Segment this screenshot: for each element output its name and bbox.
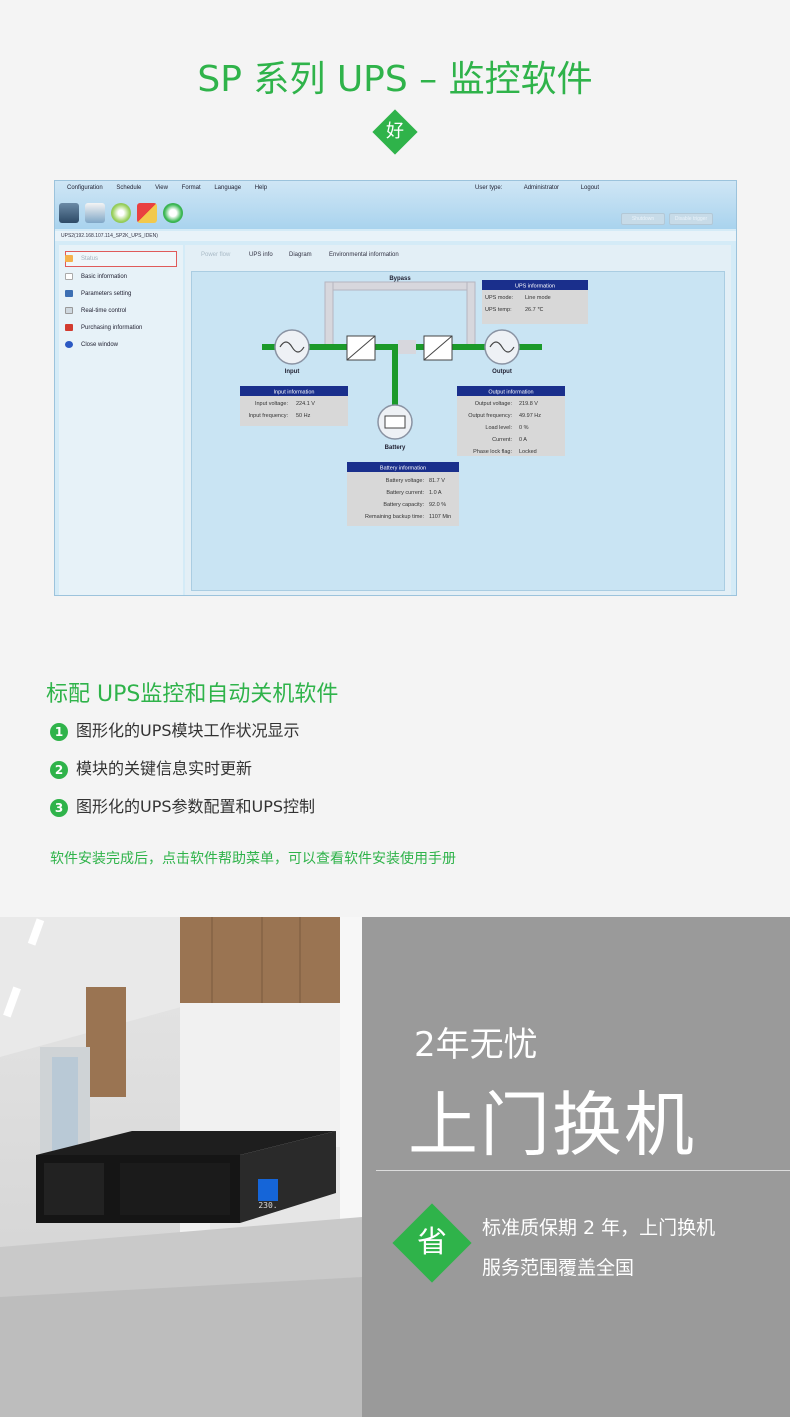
feature-number: 3 xyxy=(50,798,68,817)
user-type-label: User type: xyxy=(475,185,503,191)
menu-language[interactable]: Language xyxy=(214,185,242,191)
feature-number: 1 xyxy=(50,722,68,741)
output-voltage-value: 219.8 V xyxy=(519,401,538,407)
output-voltage-label: Output voltage: xyxy=(475,401,513,407)
control-icon xyxy=(65,306,73,314)
bypass-pipe xyxy=(324,281,476,291)
settings-icon[interactable] xyxy=(85,203,105,223)
warranty-banner: 230. 2年无忧 上门换机 省 标准质保期 2 年，上门换机 服务范围覆盖全国 xyxy=(0,917,790,1417)
feature-number: 2 xyxy=(50,760,68,779)
refresh-icon[interactable] xyxy=(163,203,183,223)
ups-mode-label: UPS mode: xyxy=(485,295,514,301)
tab-diagram[interactable]: Diagram xyxy=(289,252,312,258)
sidebar: Status Basic information Parameters sett… xyxy=(59,245,183,595)
monitor-icon[interactable] xyxy=(59,203,79,223)
current-value: 0 A xyxy=(519,437,527,443)
banner-divider xyxy=(376,1170,790,1171)
banner-headline: 上门换机 xyxy=(408,1084,696,1166)
output-label: Output xyxy=(492,369,512,375)
output-frequency-label: Output frequency: xyxy=(468,413,512,419)
battery-capacity-label: Battery capacity: xyxy=(383,502,424,508)
main-pane: Power flow UPS info Diagram Environmenta… xyxy=(185,245,731,595)
cart-icon xyxy=(65,323,73,331)
power-flow-diagram: Bypass Input Output xyxy=(191,271,725,591)
menu-schedule[interactable]: Schedule xyxy=(116,185,142,191)
features-heading: 标配 UPS监控和自动关机软件 xyxy=(46,682,339,707)
battery-voltage-value: 81.7 V xyxy=(429,478,445,484)
ups-temp-value: 26.7 ℃ xyxy=(525,307,544,313)
disc-icon[interactable] xyxy=(111,203,131,223)
ups-info-title: UPS information xyxy=(515,284,555,290)
menu-configuration[interactable]: Configuration xyxy=(67,185,103,191)
menu-help[interactable]: Help xyxy=(254,185,268,191)
software-window: Configuration Schedule View Format Langu… xyxy=(54,180,737,596)
bypass-pipe-right xyxy=(466,281,476,349)
device-path: UPS2(192.168.107.114_SP2K_UPS_IDEN) xyxy=(55,231,736,241)
phase-lock-label: Phase lock flag: xyxy=(473,449,512,455)
battery-info-title: Battery information xyxy=(380,466,426,472)
office-photo: 230. xyxy=(0,917,362,1417)
junction-block xyxy=(398,340,416,354)
save-badge-text: 省 xyxy=(417,1225,447,1260)
banner-subtitle: 2年无忧 xyxy=(414,1025,538,1065)
battery-current-value: 1.0 A xyxy=(429,490,442,496)
output-frequency-value: 49.97 Hz xyxy=(519,413,541,419)
page-title: SP 系列 UPS – 监控软件 xyxy=(197,59,593,100)
banner-line-2: 服务范围覆盖全国 xyxy=(482,1257,635,1279)
input-frequency-value: 50 Hz xyxy=(296,413,311,419)
install-note: 软件安装完成后，点击软件帮助菜单，可以查看软件安装使用手册 xyxy=(50,851,456,867)
battery-capacity-value: 92.0 % xyxy=(429,502,446,508)
sidebar-item-status[interactable]: Status xyxy=(65,253,98,265)
backup-time-value: 1107 Min xyxy=(429,514,451,520)
logout-link[interactable]: Logout xyxy=(580,185,600,191)
battery-power-line xyxy=(392,347,398,417)
badge-text: 好 xyxy=(386,121,404,142)
menu-bar: Configuration Schedule View Format Langu… xyxy=(55,181,736,229)
battery-voltage-label: Battery voltage: xyxy=(386,478,425,484)
battery-label: Battery xyxy=(385,445,406,451)
shutdown-button[interactable]: Shutdown xyxy=(621,213,665,225)
bypass-label: Bypass xyxy=(389,276,411,282)
close-icon xyxy=(65,340,73,348)
save-badge: 省 xyxy=(392,1203,472,1283)
current-label: Current: xyxy=(492,437,512,443)
tab-ups-info[interactable]: UPS info xyxy=(249,252,273,258)
input-label: Input xyxy=(285,369,300,375)
sidebar-item-realtime-control[interactable]: Real-time control xyxy=(65,305,126,317)
ups-device-image: 230. xyxy=(36,1131,336,1223)
badge-diamond: 好 xyxy=(372,109,418,155)
sidebar-item-basic-info[interactable]: Basic information xyxy=(65,271,127,283)
load-level-label: Load level: xyxy=(485,425,512,431)
tab-power-flow[interactable]: Power flow xyxy=(201,252,231,258)
load-level-value: 0 % xyxy=(519,425,529,431)
menu-format[interactable]: Format xyxy=(181,185,201,191)
document-icon xyxy=(65,272,73,280)
sidebar-item-parameters[interactable]: Parameters setting xyxy=(65,288,131,300)
menu-view[interactable]: View xyxy=(155,185,168,191)
input-frequency-label: Input frequency: xyxy=(249,413,289,419)
ups-temp-label: UPS temp: xyxy=(485,307,512,313)
user-type-value: Administrator xyxy=(523,185,560,191)
lcd-readout: 230. xyxy=(258,1201,277,1210)
input-voltage-label: Input voltage: xyxy=(255,401,288,407)
status-icon xyxy=(65,254,73,262)
input-info-title: Input information xyxy=(274,390,315,396)
monitor-icon xyxy=(65,289,73,297)
output-info-title: Output information xyxy=(488,390,533,396)
sidebar-item-close[interactable]: Close window xyxy=(65,339,118,351)
input-voltage-value: 224.1 V xyxy=(296,401,315,407)
disable-trigger-button[interactable]: Disable trigger xyxy=(669,213,713,225)
ups-mode-value: Line mode xyxy=(525,295,551,301)
bypass-pipe-left xyxy=(324,281,334,349)
banner-line-1: 标准质保期 2 年，上门换机 xyxy=(482,1217,716,1239)
phase-lock-value: Locked xyxy=(519,449,537,455)
tab-environmental[interactable]: Environmental information xyxy=(329,252,399,258)
backup-time-label: Remaining backup time: xyxy=(365,514,424,520)
sidebar-item-purchasing[interactable]: Purchasing information xyxy=(65,322,142,334)
cube-icon[interactable] xyxy=(137,203,157,223)
battery-current-label: Battery current: xyxy=(386,490,424,496)
